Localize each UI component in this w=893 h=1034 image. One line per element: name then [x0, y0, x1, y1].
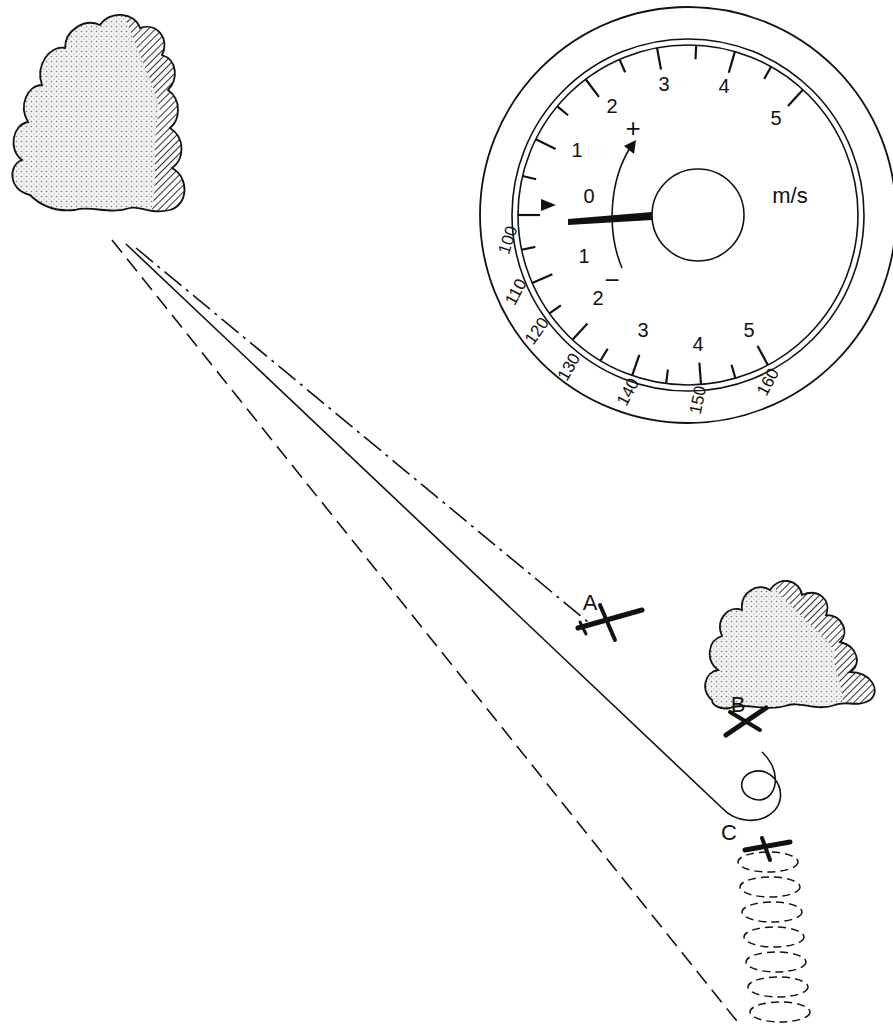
scale-number: 5	[743, 320, 754, 340]
circling-coil	[746, 952, 806, 972]
scale-tick	[666, 370, 668, 384]
circling-coil	[750, 1002, 810, 1022]
scale-number: 0	[583, 186, 594, 206]
circling-coil	[748, 977, 808, 997]
scale-tick	[532, 274, 552, 283]
glider-label: C	[721, 822, 737, 844]
scale-tick	[557, 106, 568, 115]
scale-tick	[729, 52, 735, 73]
circling-coil	[740, 877, 800, 897]
circling-coil	[744, 927, 804, 947]
unit-label: m/s	[772, 185, 807, 207]
scale-number: 4	[692, 334, 703, 354]
scale-tick	[586, 79, 599, 97]
scale-number: 2	[606, 96, 617, 116]
scale-tick	[757, 346, 767, 365]
scale-tick	[536, 139, 556, 149]
scale-tick	[764, 67, 771, 79]
scale-tick	[632, 355, 639, 376]
climb-sign: +	[625, 115, 640, 141]
scale-tick	[600, 349, 607, 361]
scale-number: 5	[770, 108, 781, 128]
scale-tick	[572, 324, 587, 340]
circling-coil	[742, 902, 802, 922]
glider-label: B	[731, 694, 746, 716]
scale-number: 4	[718, 76, 729, 96]
scale-tick	[518, 214, 540, 216]
scale-number: 1	[571, 140, 582, 160]
scale-tick	[694, 45, 697, 59]
scale-number: 3	[658, 74, 669, 94]
scale-tick	[523, 176, 537, 179]
scale-tick	[522, 247, 536, 250]
glider-label: A	[583, 592, 598, 614]
scale-tick	[657, 48, 661, 70]
scale-tick	[732, 365, 736, 378]
scale-tick	[788, 90, 803, 106]
scale-number: 1	[578, 246, 589, 266]
scale-tick	[699, 363, 701, 385]
sink-sign: −	[604, 267, 619, 293]
scale-tick	[620, 59, 626, 72]
scale-number: 3	[637, 320, 648, 340]
scale-number: 2	[592, 288, 603, 308]
scale-tick	[549, 305, 560, 313]
